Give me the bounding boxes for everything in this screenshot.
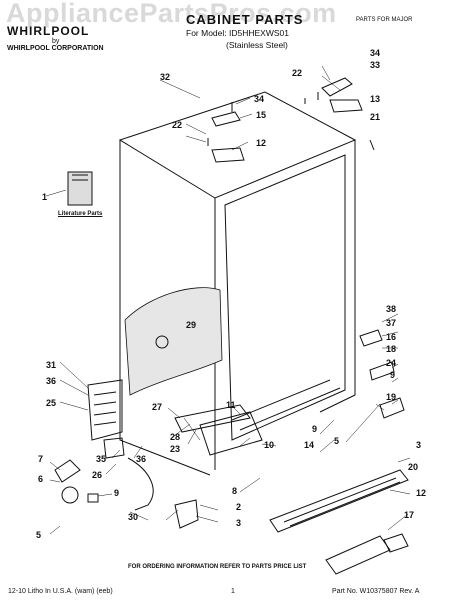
callout-4: 7 <box>38 454 43 464</box>
callout-8: 11 <box>226 400 236 410</box>
callout-24: 24 <box>386 358 396 368</box>
callout-10: 10 <box>264 440 274 450</box>
callout-22-left: 22 <box>172 120 182 130</box>
roller-bracket <box>174 499 199 529</box>
callout-37: 37 <box>386 318 396 328</box>
callout-33: 33 <box>370 60 380 70</box>
callout-12: 12 <box>256 138 266 148</box>
top-hinge-right <box>321 77 353 97</box>
callout-36-bottom: 36 <box>136 454 146 464</box>
callout-22-top: 22 <box>292 68 302 78</box>
page-number: 1 <box>231 588 235 595</box>
callout-21: 20 <box>408 462 418 472</box>
callout-19: 19 <box>386 392 396 402</box>
callout-3-bottom: 3 <box>236 518 241 528</box>
callout-9-right: 9 <box>390 370 395 380</box>
callout-15: 15 <box>256 110 266 120</box>
callout-29: 29 <box>186 320 196 330</box>
cabinet-cutaway <box>124 287 223 396</box>
hinge-plate-left <box>211 147 245 163</box>
condenser-fan-leg <box>103 437 125 459</box>
callout-25: 25 <box>46 398 56 408</box>
model-line: For Model: ID5HHEXWS01 <box>186 28 289 38</box>
leveling-leg <box>54 459 81 483</box>
callout-17: 17 <box>404 510 414 520</box>
callout-35: 35 <box>96 454 106 464</box>
drain-pan-clip <box>87 493 99 503</box>
part-number: Part No. W10375807 Rev. A <box>332 588 420 595</box>
callout-34-top: 34 <box>370 48 380 58</box>
cabinet-right-side <box>319 140 356 413</box>
callout-34-left: 34 <box>254 94 264 104</box>
callout-1: 1 <box>42 192 47 202</box>
callout-32: 32 <box>160 72 170 82</box>
rear-access-panel <box>87 379 123 441</box>
callout-30: 30 <box>128 512 138 522</box>
cabinet-inner-floor <box>231 379 341 431</box>
cabinet-opening <box>224 154 346 441</box>
litho-line: 12-10 Litho In U.S.A. (wam) (eeb) <box>8 588 113 595</box>
ordering-note: FOR ORDERING INFORMATION REFER TO PARTS … <box>128 564 307 570</box>
callout-31: 31 <box>46 360 56 370</box>
hinge-grommet <box>155 335 169 349</box>
callout-9-left: 9 <box>114 488 119 498</box>
page-title: CABINET PARTS <box>186 12 304 27</box>
watermark: AppliancePartsPros.com <box>6 0 337 28</box>
callout-20: 21 <box>370 112 380 122</box>
callout-27: 27 <box>152 402 162 412</box>
callout-5-right: 5 <box>334 436 339 446</box>
callout-38: 38 <box>386 304 396 314</box>
cam-closer <box>383 533 409 553</box>
water-valve-bracket <box>199 411 263 456</box>
hinge-bottom <box>359 329 383 347</box>
hinge-plate-right <box>329 99 363 113</box>
literature-parts-label: Literature Parts <box>58 211 103 217</box>
base-grille <box>269 469 409 533</box>
brand-logo: WHIRLPOOL <box>7 24 90 38</box>
tubing <box>127 457 154 511</box>
hinge-cap-left <box>211 111 241 127</box>
callout-7: 9 <box>312 424 317 434</box>
leader-lines <box>45 65 411 535</box>
screws-top <box>207 92 375 151</box>
callout-28: 28 <box>170 432 180 442</box>
callout-13: 13 <box>370 94 380 104</box>
door-closer <box>325 535 391 575</box>
callout-2: 2 <box>236 502 241 512</box>
callout-16: 16 <box>386 332 396 342</box>
callout-14: 14 <box>304 440 314 450</box>
toe-grille-bracket <box>379 397 405 419</box>
brand-by: by <box>52 38 60 45</box>
finish-line: (Stainless Steel) <box>226 40 288 50</box>
callout-5-left: 6 <box>38 474 43 484</box>
callout-18: 18 <box>386 344 396 354</box>
callout-23: 23 <box>170 444 180 454</box>
callout-6: 8 <box>232 486 237 496</box>
callout-26: 26 <box>92 470 102 480</box>
callout-36-left: 36 <box>46 376 56 386</box>
brand-corporation: WHIRLPOOL CORPORATION <box>7 45 104 52</box>
callout-11: 12 <box>416 488 426 498</box>
door-stop <box>369 361 395 381</box>
water-valve <box>174 404 251 433</box>
callout-3-right: 3 <box>416 440 421 450</box>
front-roller <box>61 486 79 504</box>
callout-5-bottom: 5 <box>36 530 41 540</box>
cabinet-left-side <box>119 140 211 476</box>
parts-for-label: PARTS FOR MAJOR <box>356 17 413 23</box>
